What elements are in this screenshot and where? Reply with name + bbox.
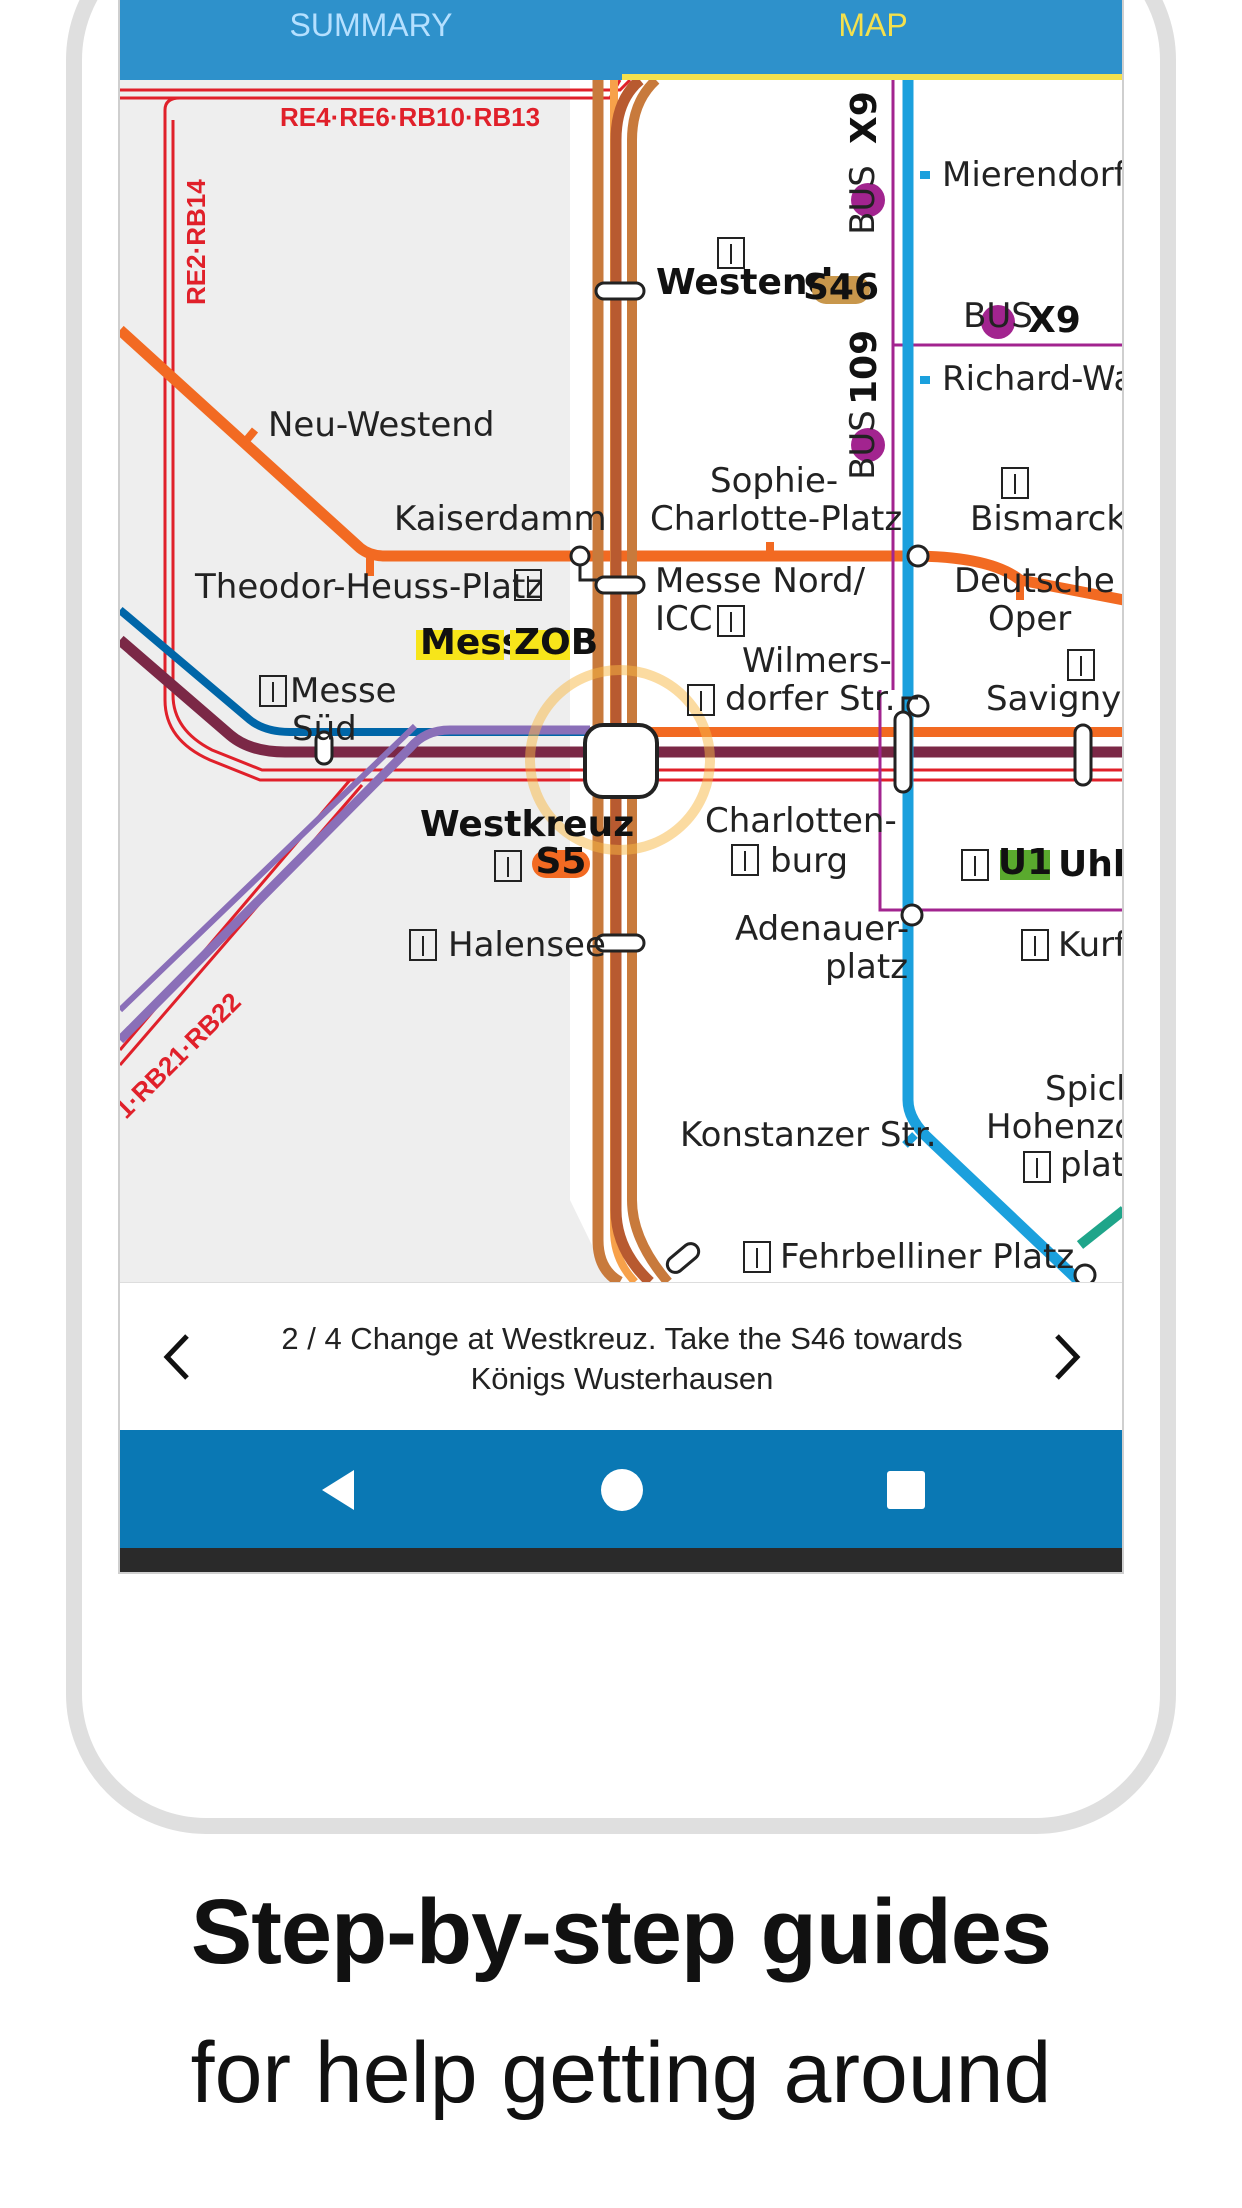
- highlight-ring: [525, 665, 715, 855]
- svg-text:BUS: BUS: [843, 410, 883, 480]
- line-u7: [902, 80, 1084, 1282]
- recents-icon: [887, 1471, 925, 1509]
- station-messe-nord-1[interactable]: Messe Nord/: [655, 561, 866, 601]
- westkreuz-interchange[interactable]: [583, 723, 659, 799]
- station-adenauerplatz-1[interactable]: Adenauer-: [735, 909, 909, 949]
- caption-title: Step-by-step guides: [190, 1881, 1052, 1983]
- svg-text:BUS: BUS: [843, 165, 883, 235]
- line-s3: [120, 606, 1122, 736]
- step-panel: 2 / 4 Change at Westkreuz. Take the S46 …: [120, 1282, 1122, 1431]
- svg-text:X9: X9: [1028, 300, 1081, 341]
- tab-bar: SUMMARY MAP: [120, 0, 1122, 80]
- elevator-icon: [494, 850, 522, 882]
- transit-map[interactable]: BUS X9 109 BUS 109 BUS X9 RE4·RE6·RB10·R…: [120, 80, 1124, 1282]
- station-hohenzollernplatz-1[interactable]: Hohenzo: [986, 1107, 1124, 1147]
- station-messe-sued-2[interactable]: Süd: [292, 709, 357, 749]
- station-westkreuz[interactable]: Westkreuz: [420, 804, 634, 845]
- station-messe-sued-1[interactable]: Messe: [290, 671, 397, 711]
- tab-active-indicator: [622, 74, 1122, 80]
- station-messe-nord-2[interactable]: ICC: [655, 599, 713, 639]
- station-markers: [314, 281, 1097, 1282]
- elevator-icon: [259, 675, 287, 707]
- station-theodor-heuss-platz[interactable]: Theodor-Heuss-Platz: [194, 567, 543, 607]
- elevator-icon: [743, 1241, 771, 1273]
- caption-subtitle: for help getting around: [190, 2025, 1052, 2121]
- station-kurfuerstendamm[interactable]: Kurf: [1058, 925, 1124, 965]
- station-bismarckstr[interactable]: Bismarckstr.: [970, 499, 1124, 539]
- tab-summary[interactable]: SUMMARY: [289, 7, 453, 43]
- s5-badge: S5: [532, 841, 590, 882]
- station-mierendorff[interactable]: Mierendorff: [942, 155, 1124, 195]
- android-nav-bar: [120, 1430, 1122, 1548]
- nav-back-button[interactable]: [308, 1460, 368, 1520]
- station-wilmersdorfer-1[interactable]: Wilmers-: [742, 641, 892, 681]
- bus-badge-109: BUS 109: [843, 330, 885, 480]
- route-label-re-left: RE2·RB14: [181, 179, 211, 305]
- station-hohenzollernplatz-2[interactable]: plat: [1060, 1145, 1124, 1185]
- next-step-button[interactable]: [1038, 1325, 1098, 1389]
- elevator-icons: [259, 237, 1095, 1273]
- bus-badge-x9: BUS X9: [963, 296, 1081, 341]
- elevator-icon: [514, 569, 542, 601]
- station-sophie-charlotte-1[interactable]: Sophie-: [710, 461, 838, 501]
- step-instruction: 2 / 4 Change at Westkreuz. Take the S46 …: [281, 1321, 963, 1396]
- station-fehrbelliner-platz[interactable]: Fehrbelliner Platz: [780, 1237, 1074, 1277]
- station-wilmersdorfer-2[interactable]: dorfer Str.: [725, 679, 896, 719]
- station-deutsche-oper-1[interactable]: Deutsche: [954, 561, 1115, 601]
- station-charlottenburg-2[interactable]: burg: [770, 841, 848, 881]
- home-icon: [601, 1469, 643, 1511]
- elevator-icon: [1023, 1151, 1051, 1183]
- svg-text:ZOB: ZOB: [514, 622, 598, 663]
- phone-screen: SUMMARY MAP: [118, 0, 1124, 1574]
- svg-text:109: 109: [844, 330, 885, 405]
- elevator-icon: [961, 849, 989, 881]
- svg-text:S5: S5: [536, 841, 587, 882]
- station-neu-westend[interactable]: Neu-Westend: [268, 405, 494, 445]
- svg-text:S46: S46: [803, 267, 879, 308]
- station-charlottenburg-1[interactable]: Charlotten-: [705, 801, 897, 841]
- station-savignyplatz[interactable]: Savignyp: [986, 679, 1124, 719]
- station-uhlandstr[interactable]: Uhla: [1058, 844, 1124, 885]
- line-s9: [120, 725, 590, 1044]
- svg-text:X9 109: X9 109: [844, 80, 885, 144]
- station-sophie-charlotte-2[interactable]: Charlotte-Platz: [650, 499, 902, 539]
- nav-home-button[interactable]: [592, 1460, 652, 1520]
- bus-lines: [878, 80, 1122, 912]
- route-label-re-top: RE4·RE6·RB10·RB13: [280, 102, 540, 132]
- tab-map[interactable]: MAP: [838, 7, 908, 43]
- elevator-icon: [1067, 649, 1095, 681]
- line-ring: [592, 80, 672, 1282]
- elevator-icon: [409, 929, 437, 961]
- station-halensee[interactable]: Halensee: [448, 925, 606, 965]
- elevator-icon: [717, 605, 745, 637]
- elevator-icon: [1001, 467, 1029, 499]
- back-icon: [322, 1470, 354, 1510]
- map-canvas: BUS X9 109 BUS 109 BUS X9 RE4·RE6·RB10·R…: [120, 80, 1124, 1282]
- station-spichernstr[interactable]: Spich: [1045, 1069, 1124, 1109]
- elevator-icon: [687, 684, 715, 716]
- line-s7: [120, 635, 1122, 758]
- elevator-icon: [717, 237, 745, 269]
- bus-badge-x9-109: BUS X9 109: [843, 80, 885, 235]
- svg-text:BUS: BUS: [963, 296, 1033, 336]
- nav-recents-button[interactable]: [876, 1460, 936, 1520]
- station-kaiserdamm[interactable]: Kaiserdamm: [394, 499, 607, 539]
- svg-text:U1: U1: [998, 842, 1052, 883]
- station-richard-wagner[interactable]: Richard-Wa: [942, 359, 1124, 399]
- elevator-icon: [1021, 929, 1049, 961]
- station-konstanzer-str[interactable]: Konstanzer Str.: [680, 1115, 937, 1155]
- chevron-right-icon: [1055, 1334, 1081, 1380]
- station-deutsche-oper-2[interactable]: Oper: [988, 599, 1071, 639]
- station-adenauerplatz-2[interactable]: platz: [825, 947, 908, 987]
- chevron-left-icon: [163, 1334, 189, 1380]
- map-zone-shade: [120, 80, 610, 1282]
- messe-zob-badge: Messe ZOB: [416, 622, 598, 663]
- elevator-icon: [731, 844, 759, 876]
- prev-step-button[interactable]: [146, 1325, 206, 1389]
- u1-badge: U1: [998, 842, 1052, 883]
- s46-badge: S46: [803, 267, 879, 308]
